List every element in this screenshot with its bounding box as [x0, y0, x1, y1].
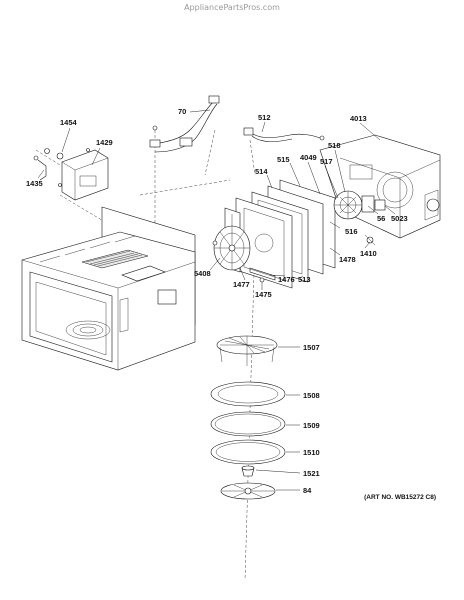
panel-stack: [224, 179, 336, 289]
oven-cavity: [21, 206, 196, 371]
callout-1478: 1478: [339, 255, 356, 264]
callout-517: 517: [320, 157, 333, 166]
callout-1509: 1509: [303, 421, 320, 430]
callout-1435: 1435: [26, 179, 43, 188]
leader-lines: [37, 109, 396, 491]
callout-70: 70: [178, 107, 186, 116]
watermark-text: AppliancePartsPros.com: [184, 3, 280, 12]
callout-512: 512: [258, 113, 271, 122]
callout-4049: 4049: [300, 153, 317, 162]
callout-1510: 1510: [303, 448, 320, 457]
callout-4013: 4013: [350, 114, 367, 123]
callout-1429: 1429: [96, 138, 113, 147]
callout-515: 515: [277, 155, 290, 164]
callout-5408: 5408: [194, 269, 211, 278]
callout-1477: 1477: [233, 280, 250, 289]
wire-harnesses: [149, 95, 325, 153]
left-bracket-assembly: [33, 148, 109, 201]
callout-1521: 1521: [303, 469, 320, 478]
callout-1508: 1508: [303, 391, 320, 400]
motor-fan-assembly: [333, 190, 386, 246]
callout-513: 513: [298, 275, 311, 284]
callout-5023: 5023: [391, 214, 408, 223]
fan-disk: [212, 225, 276, 283]
callout-514: 514: [255, 167, 268, 176]
callout-1476: 1476: [278, 275, 295, 284]
callout-1410: 1410: [360, 249, 377, 258]
callout-1454: 1454: [60, 118, 78, 127]
callout-56: 56: [377, 214, 385, 223]
callout-1507: 1507: [303, 343, 320, 352]
callout-84: 84: [303, 486, 312, 495]
callout-1475: 1475: [255, 290, 272, 299]
callout-labels: 1454 1429 1435 70 512 4013 518 515 4049 …: [26, 107, 408, 495]
art-number: (ART NO. WB15272 C8): [364, 494, 436, 501]
callout-518: 518: [328, 141, 341, 150]
callout-516: 516: [345, 227, 358, 236]
turntable-stack: [210, 335, 286, 500]
